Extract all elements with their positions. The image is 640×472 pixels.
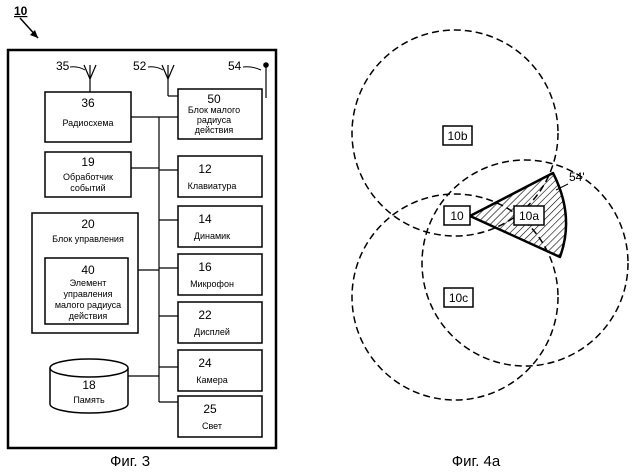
antenna-52-leader [148, 67, 163, 70]
peripheral-microphone-number: 16 [198, 260, 212, 274]
device-10a-label: 10a [519, 209, 539, 223]
event-handler-label-1: Обработчик [63, 172, 113, 182]
peripheral-keyboard: 12 Клавиатура [178, 156, 262, 197]
short-range-block-number: 50 [207, 92, 221, 106]
short-range-control-label-2: управления [63, 289, 112, 299]
short-range-block-label-2: радиуса [197, 115, 231, 125]
peripheral-display: 22 Дисплей [178, 302, 262, 343]
device-ref-number: 10 [14, 4, 28, 18]
peripheral-speaker: 14 Динамик [178, 206, 262, 247]
radio-block-label: Радиосхема [62, 118, 113, 128]
short-range-control-label-1: Элемент [70, 278, 107, 288]
peripheral-light-number: 25 [203, 402, 217, 416]
peripheral-keyboard-number: 12 [198, 162, 212, 176]
peripheral-speaker-label: Динамик [194, 231, 230, 241]
antenna-35-leader [70, 67, 85, 70]
device-10b: 10b [443, 126, 472, 145]
figure-3: 10 35 52 54 [8, 4, 276, 470]
short-range-control-number: 40 [81, 263, 95, 277]
antenna-35 [84, 65, 96, 93]
peripheral-light-label: Свет [202, 421, 222, 431]
short-range-block-label-3: действия [195, 125, 234, 135]
event-handler-label-2: событий [70, 183, 105, 193]
peripheral-display-label: Дисплей [194, 327, 230, 337]
figure-4a: 54' 10b 10 10a 10c Фиг. 4а [352, 30, 628, 470]
peripheral-display-number: 22 [198, 308, 212, 322]
device-10-label: 10 [450, 209, 464, 223]
radio-block-number: 36 [81, 96, 95, 110]
antenna-52-label: 52 [133, 59, 147, 73]
device-10c: 10c [444, 288, 473, 307]
antenna-54-leader [243, 67, 261, 70]
short-range-control-label-3: малого радиуса [55, 300, 121, 310]
memory-label: Память [73, 395, 105, 405]
control-block-label: Блок управления [52, 234, 124, 244]
sector-label: 54' [569, 170, 585, 184]
peripheral-light: 25 Свет [178, 396, 262, 437]
peripheral-camera-number: 24 [198, 356, 212, 370]
antenna-35-label: 35 [56, 59, 70, 73]
peripheral-camera: 24 Камера [178, 350, 262, 391]
device-10c-label: 10c [449, 291, 468, 305]
antenna-54-tip [263, 62, 269, 68]
antenna-54-label: 54 [228, 59, 242, 73]
figure-4a-caption: Фиг. 4а [452, 453, 501, 470]
memory-number: 18 [82, 378, 96, 392]
device-10: 10 [444, 206, 470, 225]
figure-3-caption: Фиг. 3 [110, 453, 150, 470]
event-handler-number: 19 [81, 155, 95, 169]
device-10a: 10a [514, 206, 544, 225]
short-range-control-label-4: действия [69, 311, 108, 321]
control-block-number: 20 [81, 217, 95, 231]
peripheral-keyboard-label: Клавиатура [188, 181, 237, 191]
antenna-52 [162, 65, 174, 96]
peripheral-microphone: 16 Микрофон [178, 254, 262, 295]
device-10b-label: 10b [447, 129, 467, 143]
short-range-block-label-1: Блок малого [188, 105, 240, 115]
peripheral-microphone-label: Микрофон [190, 279, 234, 289]
peripheral-speaker-number: 14 [198, 212, 212, 226]
peripheral-camera-label: Камера [196, 375, 227, 385]
